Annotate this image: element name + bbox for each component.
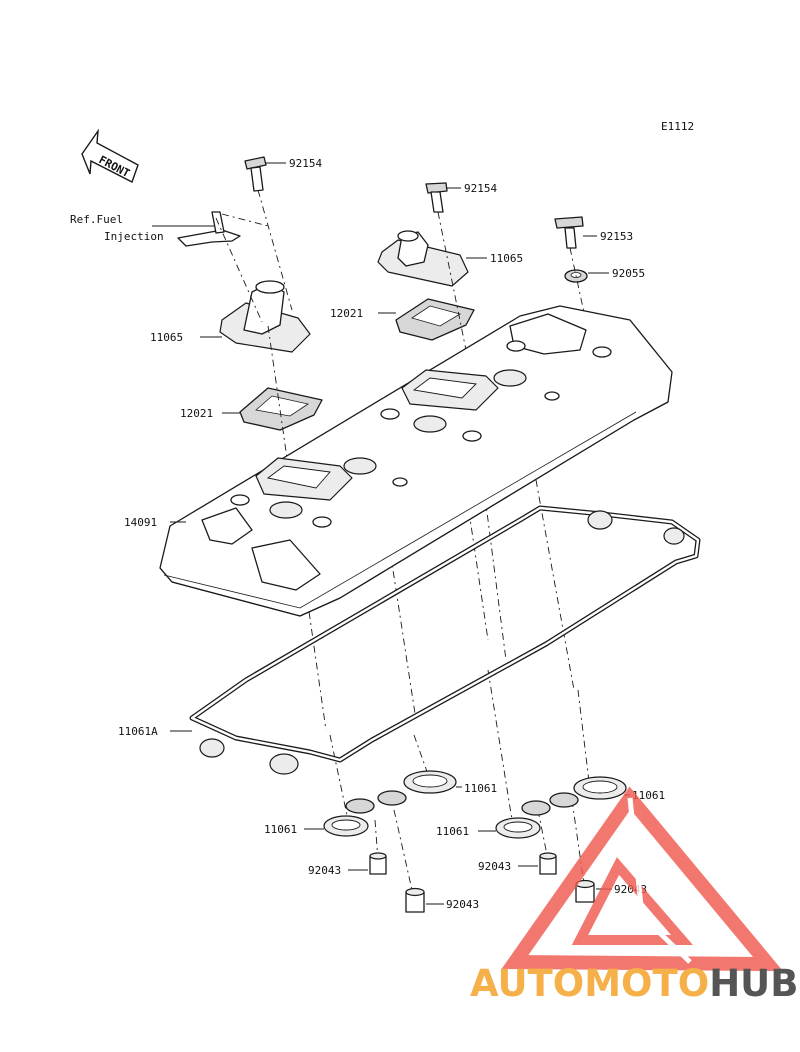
seal-a [403,770,457,794]
bolt-top-left [244,156,267,192]
label-seal-b: 11061 [264,823,297,836]
label-plate-right: 12021 [330,307,363,320]
watermark-triangle [501,786,784,972]
watermark-part2: HUB [709,962,798,1005]
seal-d [495,792,579,839]
ref-line-2: Injection [104,230,164,243]
watermark-logo [501,786,784,972]
seal-b [323,790,407,837]
label-cap-right: 11065 [490,252,523,265]
dowel-d [575,879,595,903]
label-dowel-c: 92043 [478,860,511,873]
plate-left [239,387,323,431]
label-head-cover: 14091 [124,516,157,529]
label-gasket-main: 11061A [118,725,158,738]
watermark-text: AUTOMOTOHUB [470,962,798,1005]
dowel-c [539,852,557,875]
head-cover [159,305,673,617]
dowel-a [369,852,387,875]
watermark-part1: AUTOMOTO [470,962,709,1005]
label-seal-d: 11061 [436,825,469,838]
label-washer-right: 92055 [612,267,645,280]
label-seal-a: 11061 [464,782,497,795]
label-plate-left: 12021 [180,407,213,420]
gasket-main [189,505,701,775]
bolt-top-right [425,182,448,213]
plate-right [395,298,475,341]
label-bolt-right: 92153 [600,230,633,243]
label-bolt-top-right: 92154 [464,182,497,195]
label-bolt-top-left: 92154 [289,157,322,170]
cap-right [377,230,469,287]
label-dowel-a: 92043 [308,864,341,877]
bolt-right [554,216,584,249]
seal-c [573,776,627,800]
label-cap-left: 11065 [150,331,183,344]
cap-left [219,280,311,353]
label-dowel-b: 92043 [446,898,479,911]
watermark-inner-triangle [571,857,693,945]
front-arrow-icon: FRONT [81,128,139,183]
fuel-bracket [177,211,241,247]
diagram-code: E1112 [661,120,694,133]
dowel-b [405,887,425,913]
label-seal-c: 11061 [632,789,665,802]
ref-line-1: Ref.Fuel [70,213,123,226]
